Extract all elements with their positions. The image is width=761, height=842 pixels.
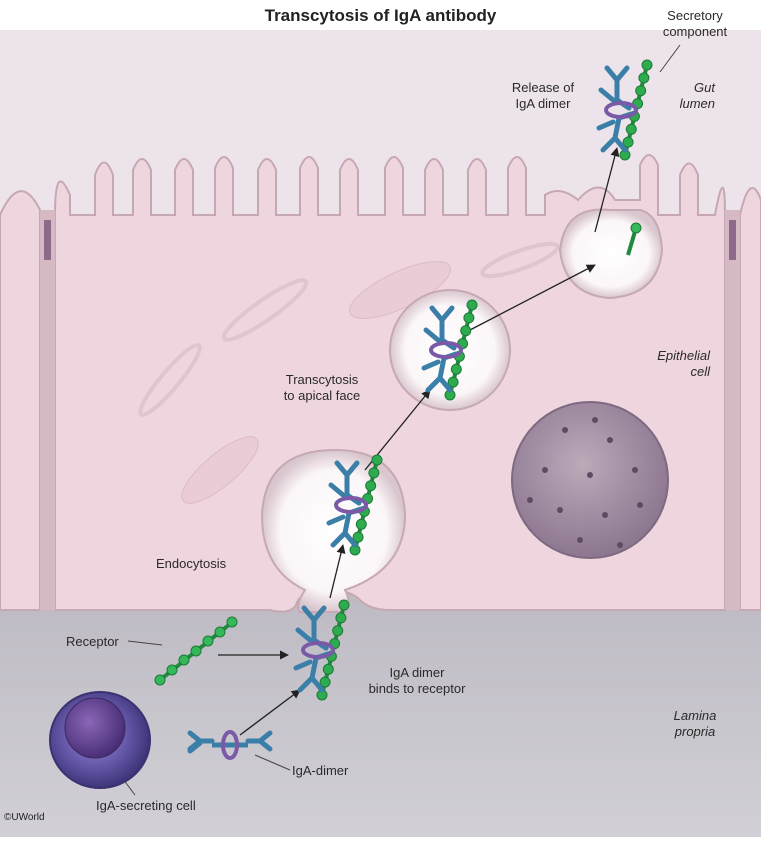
leader-secretory [659, 44, 681, 73]
page-title: Transcytosis of IgA antibody [264, 6, 497, 25]
j-chain [301, 641, 335, 659]
receptor-domain [460, 325, 472, 337]
j-chain [604, 101, 638, 119]
iga-dimer [596, 65, 638, 153]
label-receptor: Receptor [66, 634, 119, 649]
j-chain [334, 496, 368, 514]
label-release-iga-dimer: Release of IgA dimer [511, 80, 575, 111]
released-iga-complex [596, 59, 653, 161]
nucleus [511, 401, 669, 559]
receptor-domain [355, 518, 367, 530]
receptor-domain [335, 612, 347, 624]
arrow-iga-to-receptor [239, 689, 301, 736]
receptor-domain [319, 676, 331, 688]
receptor-domain [450, 363, 462, 375]
receptor-domain [332, 625, 344, 637]
receptor-domain [447, 376, 459, 388]
receptor-domain [622, 136, 634, 148]
receptor-domain [322, 663, 334, 675]
iga-dimer [293, 605, 335, 693]
receptor-domain [352, 531, 364, 543]
er-fold-2 [138, 343, 202, 417]
iga-dimer [326, 460, 368, 548]
er-fold-1 [221, 278, 309, 342]
label-iga-secreting-cell: IgA-secreting cell [96, 798, 196, 813]
iga-secreting-plasma-cell [49, 691, 151, 789]
receptor-domain [635, 85, 647, 97]
leader-receptor [127, 640, 163, 646]
leader-iga-dimer [254, 754, 291, 771]
cleaved-receptor-stub [626, 222, 642, 256]
junction-right [725, 210, 740, 610]
receptor-domain [338, 599, 350, 611]
label-epithelial-cell: Epithelial cell [657, 348, 710, 379]
bound-receptor [619, 59, 653, 161]
complex-in-endocytic-vesicle [326, 454, 383, 556]
tight-junction-right [729, 220, 736, 260]
label-iga-dimer: IgA-dimer [292, 763, 349, 778]
arrow-to-apical [469, 264, 596, 331]
label-iga-binds-receptor: IgA dimer binds to receptor [368, 665, 466, 696]
label-gut-lumen: Gut lumen [679, 80, 715, 111]
receptor-domain [368, 467, 380, 479]
er-fold-3 [480, 241, 560, 279]
label-lamina-propria: Lamina propria [673, 708, 717, 739]
receptor-domain [463, 312, 475, 324]
mitochondrion-lower [181, 436, 259, 504]
complex-in-transcytotic-vesicle [421, 299, 478, 401]
arrow-endocytosis [329, 544, 346, 599]
arrow-release [594, 147, 620, 233]
receptor-domain [625, 123, 637, 135]
neighbor-cell-right [739, 187, 761, 611]
label-transcytosis: Transcytosis to apical face [283, 372, 361, 403]
nucleus-chromatin [527, 417, 643, 548]
fusing-vesicle [558, 208, 664, 300]
label-secretory-component: Secretory component [662, 8, 728, 39]
receptor-domain [641, 59, 653, 71]
transcytotic-vesicle [389, 289, 511, 411]
receptor-domain [466, 299, 478, 311]
free-receptor [154, 616, 238, 686]
receptor-domain [638, 72, 650, 84]
iga-dimer [421, 305, 463, 393]
neighbor-cell-left [0, 190, 41, 611]
receptor-domain [365, 480, 377, 492]
free-iga-dimer [187, 730, 273, 760]
receptor-domain [371, 454, 383, 466]
j-chain [429, 341, 463, 359]
complex-at-surface [293, 599, 350, 701]
junction-left [40, 210, 55, 610]
label-endocytosis: Endocytosis [156, 556, 227, 571]
tight-junction-left [44, 220, 51, 260]
copyright-mark: ©UWorld [4, 812, 45, 823]
